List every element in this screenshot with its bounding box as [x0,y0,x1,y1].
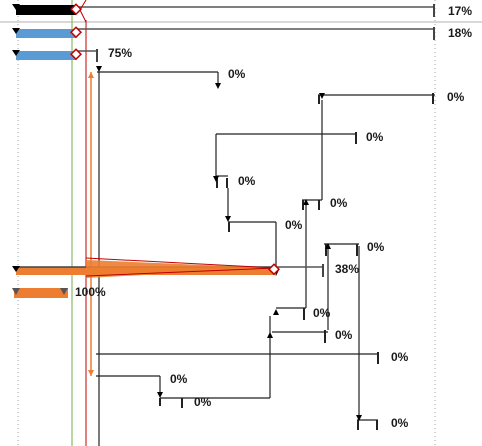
progress-label-i: 0% [335,328,353,342]
progress-label-blue-2: 75% [108,46,132,60]
orange-dependency [88,72,94,376]
progress-label-m: 0% [391,416,409,430]
progress-label-orange-1: 38% [335,262,359,276]
task-bar-orange-2[interactable] [12,288,68,298]
task-bar-blue-1[interactable] [12,26,435,40]
progress-label-blue-1: 18% [448,26,472,40]
progress-label-d: 0% [238,174,256,188]
progress-label-orange-2: 100% [75,285,106,299]
progress-label-k: 0% [170,372,188,386]
progress-label-j: 0% [391,350,409,364]
dependency-network [96,71,435,446]
task-bar-blue-2[interactable] [12,48,98,62]
progress-label-summary: 17% [448,4,472,18]
progress-label-a: 0% [228,67,246,81]
progress-label-c: 0% [366,130,384,144]
progress-label-f: 0% [285,218,303,232]
progress-label-h: 0% [313,306,331,320]
progress-label-l: 0% [194,395,212,409]
task-bar-orange-1[interactable] [12,257,324,278]
progress-label-e: 0% [330,196,348,210]
summary-row[interactable] [12,0,435,23]
progress-label-g: 0% [367,240,385,254]
progress-label-b: 0% [447,90,465,104]
